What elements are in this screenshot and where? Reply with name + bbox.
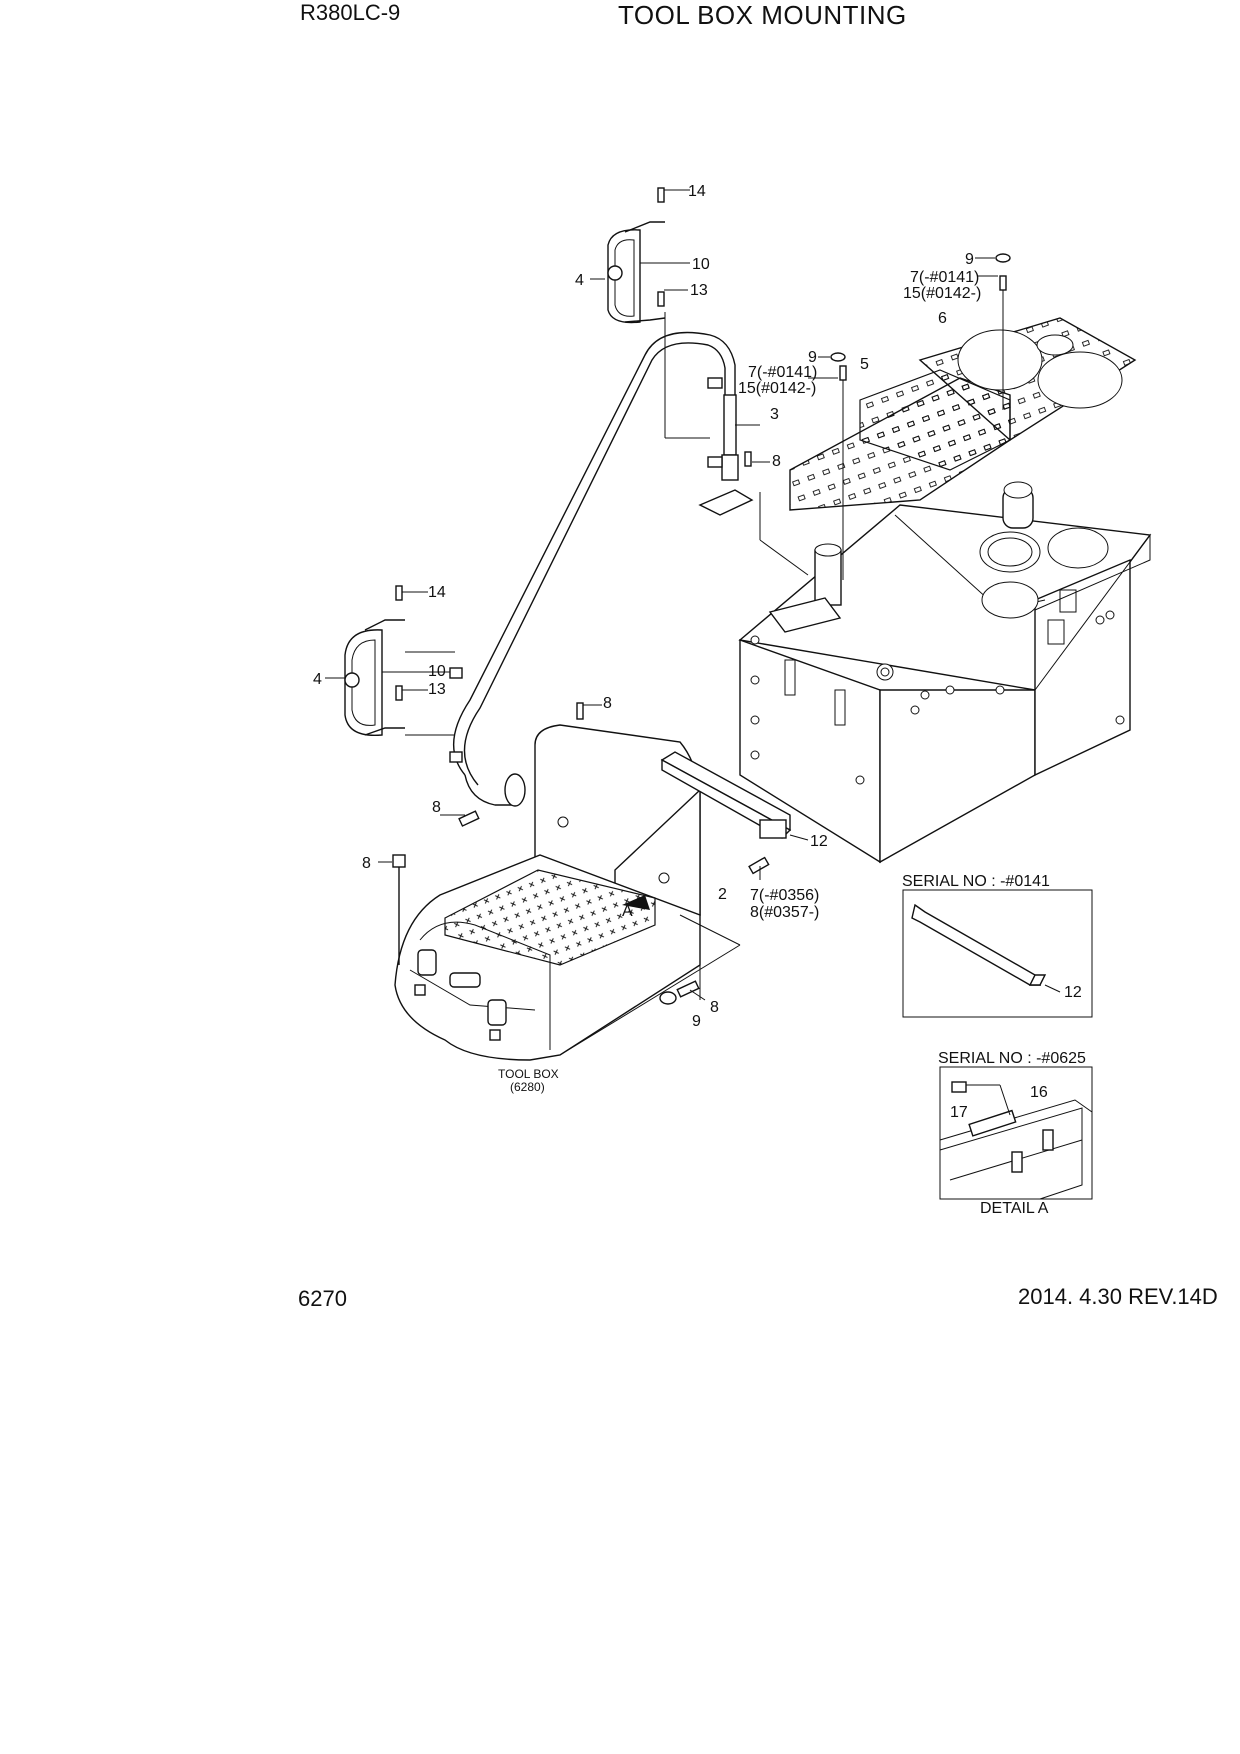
callout-15-right: 15(#0142-) <box>903 285 981 302</box>
inset-serial-0141: SERIAL NO : -#0141 12 <box>902 873 1093 1018</box>
detail-a-caption: DETAIL A <box>980 1200 1049 1217</box>
mirror-post-assembly <box>453 312 770 807</box>
detail-a-callout-17: 17 <box>950 1104 968 1121</box>
detail-a-heading: SERIAL NO : -#0625 <box>938 1050 1086 1067</box>
callout-2: 2 <box>718 886 727 903</box>
callout-13-left: 13 <box>428 681 446 698</box>
callout-14-left: 14 <box>428 584 446 601</box>
upper-mirror <box>590 187 690 324</box>
model-number: R380LC-9 <box>300 0 401 25</box>
callout-15-mid: 15(#0142-) <box>738 380 816 397</box>
callout-14-top: 14 <box>688 183 706 200</box>
callout-10-top: 10 <box>692 256 710 273</box>
callout-12-bracket: 12 <box>810 833 828 850</box>
inset-serial-0141-heading: SERIAL NO : -#0141 <box>902 873 1050 890</box>
inset-serial-0141-callout-12: 12 <box>1064 984 1082 1001</box>
fasteners-upper-right <box>759 253 1011 580</box>
callout-7-mid: 7(-#0141) <box>748 364 817 381</box>
callout-9-right: 9 <box>965 251 974 268</box>
callout-8-elbow: 8 <box>432 799 441 816</box>
callout-13-top: 13 <box>690 282 708 299</box>
tool-box <box>378 702 770 1061</box>
callout-7-right: 7(-#0141) <box>910 269 979 286</box>
callout-6: 6 <box>938 310 947 327</box>
callout-9-bottom: 9 <box>692 1013 701 1030</box>
bracket-12 <box>660 751 809 841</box>
callout-4-left: 4 <box>313 671 322 688</box>
detail-a-callout-16: 16 <box>1030 1084 1048 1101</box>
callout-8-post: 8 <box>772 453 781 470</box>
callout-8-bottom: 8 <box>710 999 719 1016</box>
callout-4-top: 4 <box>575 272 584 289</box>
callout-8-box: 8(#0357-) <box>750 904 819 921</box>
inset-detail-a: SERIAL NO : -#0625 16 17 DETAIL A <box>938 1050 1093 1217</box>
callout-7-box: 7(-#0356) <box>750 887 819 904</box>
callout-10-left: 10 <box>428 663 446 680</box>
callout-8-bolt: 8 <box>362 855 371 872</box>
toolbox-caption-line2: (6280) <box>510 1080 545 1094</box>
revision-date: 2014. 4.30 REV.14D <box>1018 1284 1218 1309</box>
page-title: TOOL BOX MOUNTING <box>618 0 907 30</box>
callout-8-box-top: 8 <box>603 695 612 712</box>
callout-5: 5 <box>860 356 869 373</box>
lower-mirror <box>325 585 463 763</box>
callout-a: A <box>622 903 633 920</box>
callout-3: 3 <box>770 406 779 423</box>
callout-9-mid: 9 <box>808 349 817 366</box>
tank-assembly <box>738 481 1152 864</box>
toolbox-caption-line1: TOOL BOX <box>498 1067 559 1081</box>
plate-6 <box>918 317 1137 441</box>
page-number: 6270 <box>298 1286 347 1311</box>
